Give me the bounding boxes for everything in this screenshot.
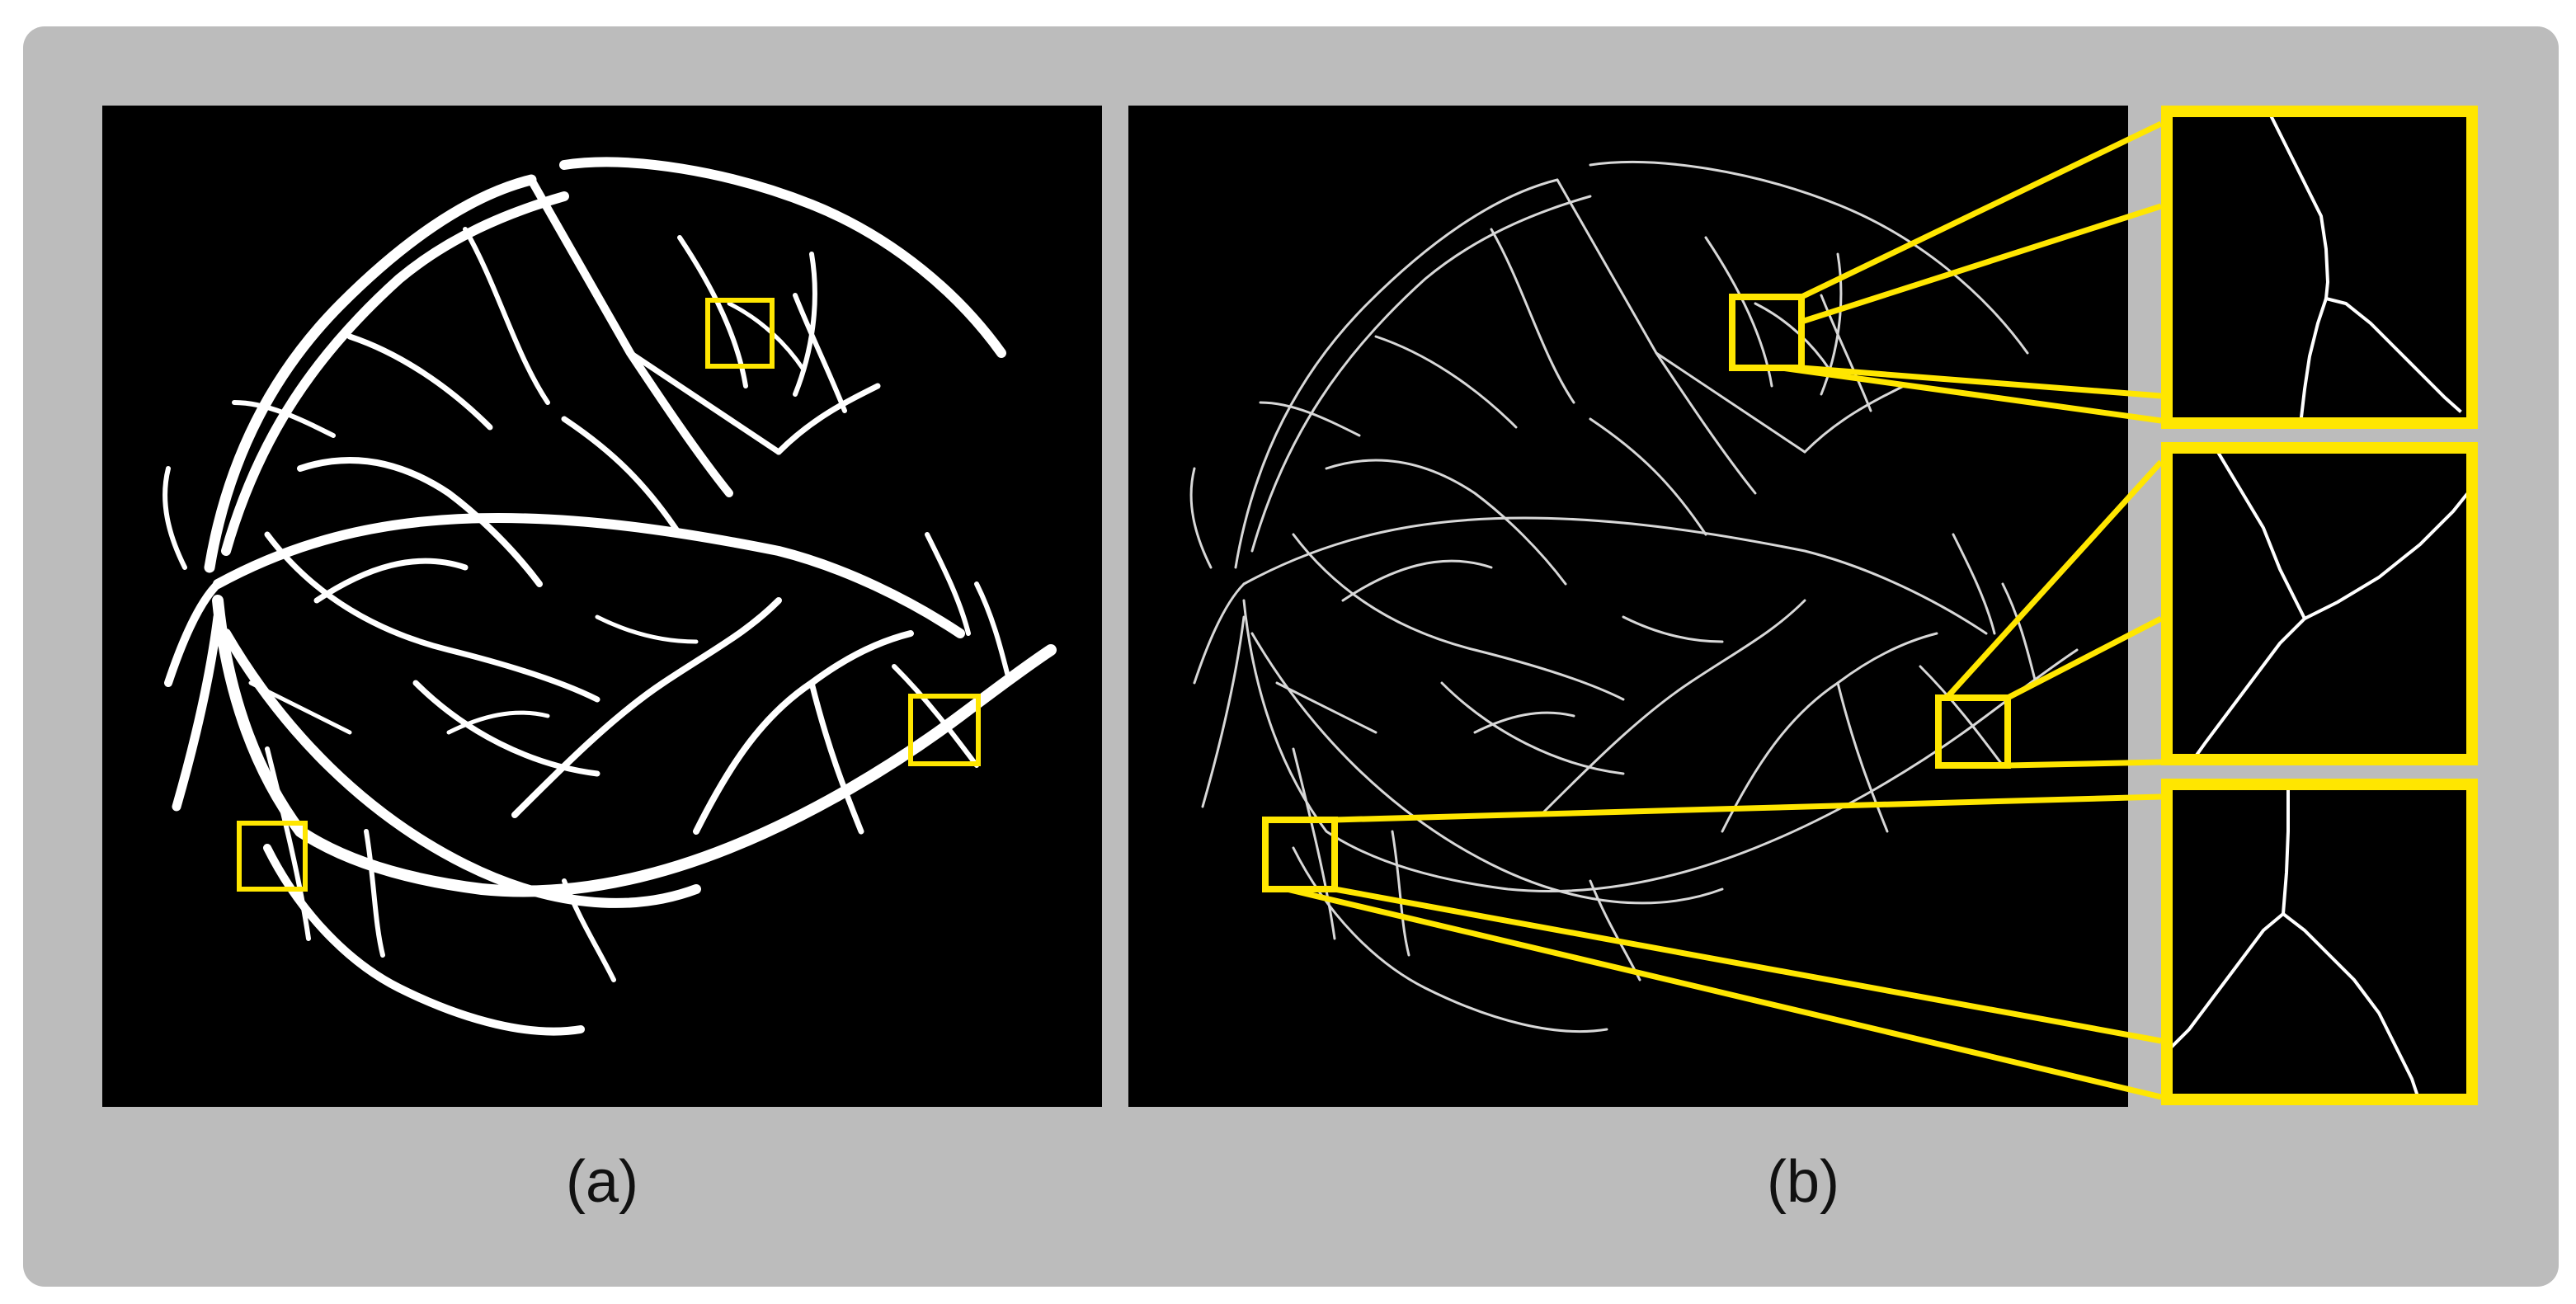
- zoom-inset-middle: [2161, 442, 2478, 765]
- vessel-skeleton-image: [1128, 106, 2128, 1107]
- zoom-inset-top: [2161, 106, 2478, 429]
- caption-a: (a): [566, 1149, 638, 1215]
- vessel-segmentation-image: [102, 106, 1102, 1107]
- zoom-inset-bottom: [2161, 779, 2478, 1105]
- caption-b: (b): [1767, 1149, 1839, 1215]
